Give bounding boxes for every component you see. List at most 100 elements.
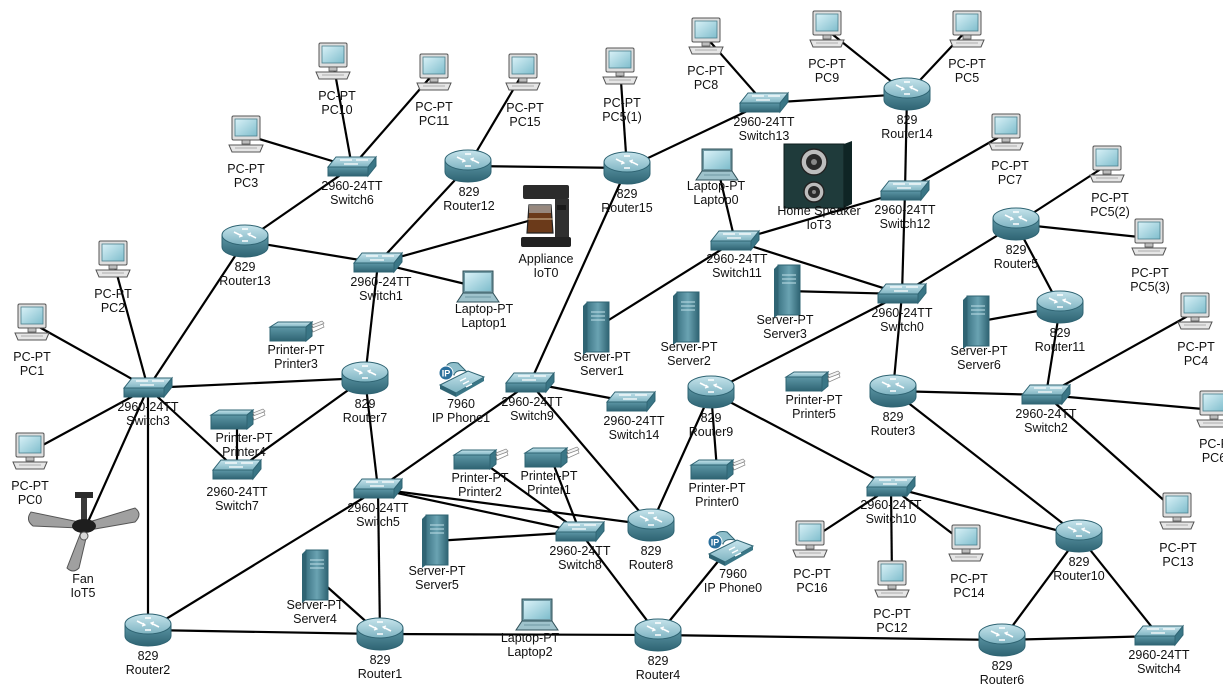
link-router12-router15[interactable] <box>467 164 628 170</box>
link-switch9-switch5[interactable] <box>377 382 531 490</box>
link-router15-switch13[interactable] <box>626 102 765 169</box>
link-switch5-router2[interactable] <box>147 488 379 631</box>
link-router7-switch7[interactable] <box>236 377 366 471</box>
link-router7-switch5[interactable] <box>363 377 380 490</box>
link-switch11-switch0[interactable] <box>734 239 903 296</box>
link-switch0-router9[interactable] <box>710 293 903 393</box>
link-router10-router6[interactable] <box>1001 535 1080 641</box>
link-switch5-router1[interactable] <box>376 488 382 635</box>
link-router10-switch10[interactable] <box>890 485 1080 538</box>
link-router2-router1[interactable] <box>147 628 381 636</box>
link-switch8-printer1[interactable] <box>549 457 582 533</box>
link-switch2-pc13[interactable] <box>1045 394 1178 513</box>
link-switch2-router3[interactable] <box>892 389 1047 397</box>
link-switch12-switch11[interactable] <box>734 189 906 243</box>
link-switch2-pc6[interactable] <box>1045 393 1215 412</box>
link-switch3-switch7[interactable] <box>147 387 238 471</box>
link-switch2-pc4[interactable] <box>1045 311 1196 396</box>
link-pc10-switch6[interactable] <box>331 61 354 168</box>
link-router1-router4[interactable] <box>379 632 659 637</box>
link-switch3-pc0[interactable] <box>29 387 149 453</box>
link-router6-router4[interactable] <box>657 633 1003 642</box>
link-router3-router10[interactable] <box>892 390 1080 537</box>
link-switch11-server1[interactable] <box>595 240 736 329</box>
link-switch10-router9[interactable] <box>710 391 892 488</box>
link-switch8-router4[interactable] <box>579 531 659 636</box>
link-switch9-router15[interactable] <box>528 167 629 384</box>
link-switch3-pc1[interactable] <box>31 322 149 389</box>
link-switch1-iot0[interactable] <box>377 214 547 265</box>
link-router7-switch3[interactable] <box>147 376 366 390</box>
link-switch5-switch8[interactable] <box>377 487 581 534</box>
link-switch12-switch0[interactable] <box>900 190 907 295</box>
device-pc6[interactable]: PC-PPC6 <box>1196 390 1223 465</box>
link-switch3-pc2[interactable] <box>111 259 150 389</box>
link-router13-switch3[interactable] <box>147 240 246 389</box>
